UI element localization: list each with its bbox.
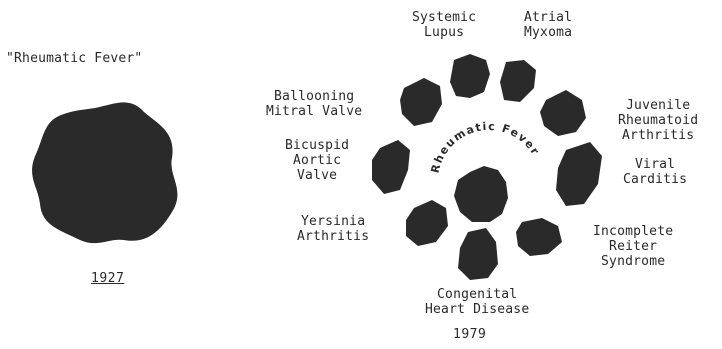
label-incomplete-reiter: Incomplete Reiter Syndrome: [593, 224, 673, 269]
year-1979: 1979: [453, 327, 486, 342]
fragment-systemic-lupus: [450, 54, 490, 98]
label-yersinia: Yersinia Arthritis: [297, 214, 369, 244]
center-blob: [454, 166, 508, 222]
label-congenital: Congenital Heart Disease: [425, 287, 529, 317]
label-juvenile-ra: Juvenile Rheumatoid Arthritis: [618, 98, 698, 143]
fragment-viral-carditis: [556, 142, 602, 206]
label-atrial-myxoma: Atrial Myxoma: [524, 10, 572, 40]
fragment-bicuspid: [372, 140, 410, 194]
label-bicuspid: Bicuspid Aortic Valve: [285, 138, 349, 183]
label-systemic-lupus: Systemic Lupus: [412, 10, 476, 40]
label-ballooning: Ballooning Mitral Valve: [266, 89, 362, 119]
fragment-incomplete-reiter: [516, 218, 562, 256]
svg-text:Rheumatic Fever: Rheumatic Fever: [429, 120, 543, 174]
fragment-congenital: [458, 228, 498, 280]
center-curved-label: Rheumatic Fever: [429, 120, 543, 174]
fragment-atrial-myxoma: [500, 60, 536, 102]
fragment-yersinia: [406, 200, 448, 246]
label-viral-carditis: Viral Carditis: [623, 157, 687, 187]
fragment-ballooning: [400, 78, 442, 126]
fragment-juvenile-ra: [540, 90, 586, 136]
